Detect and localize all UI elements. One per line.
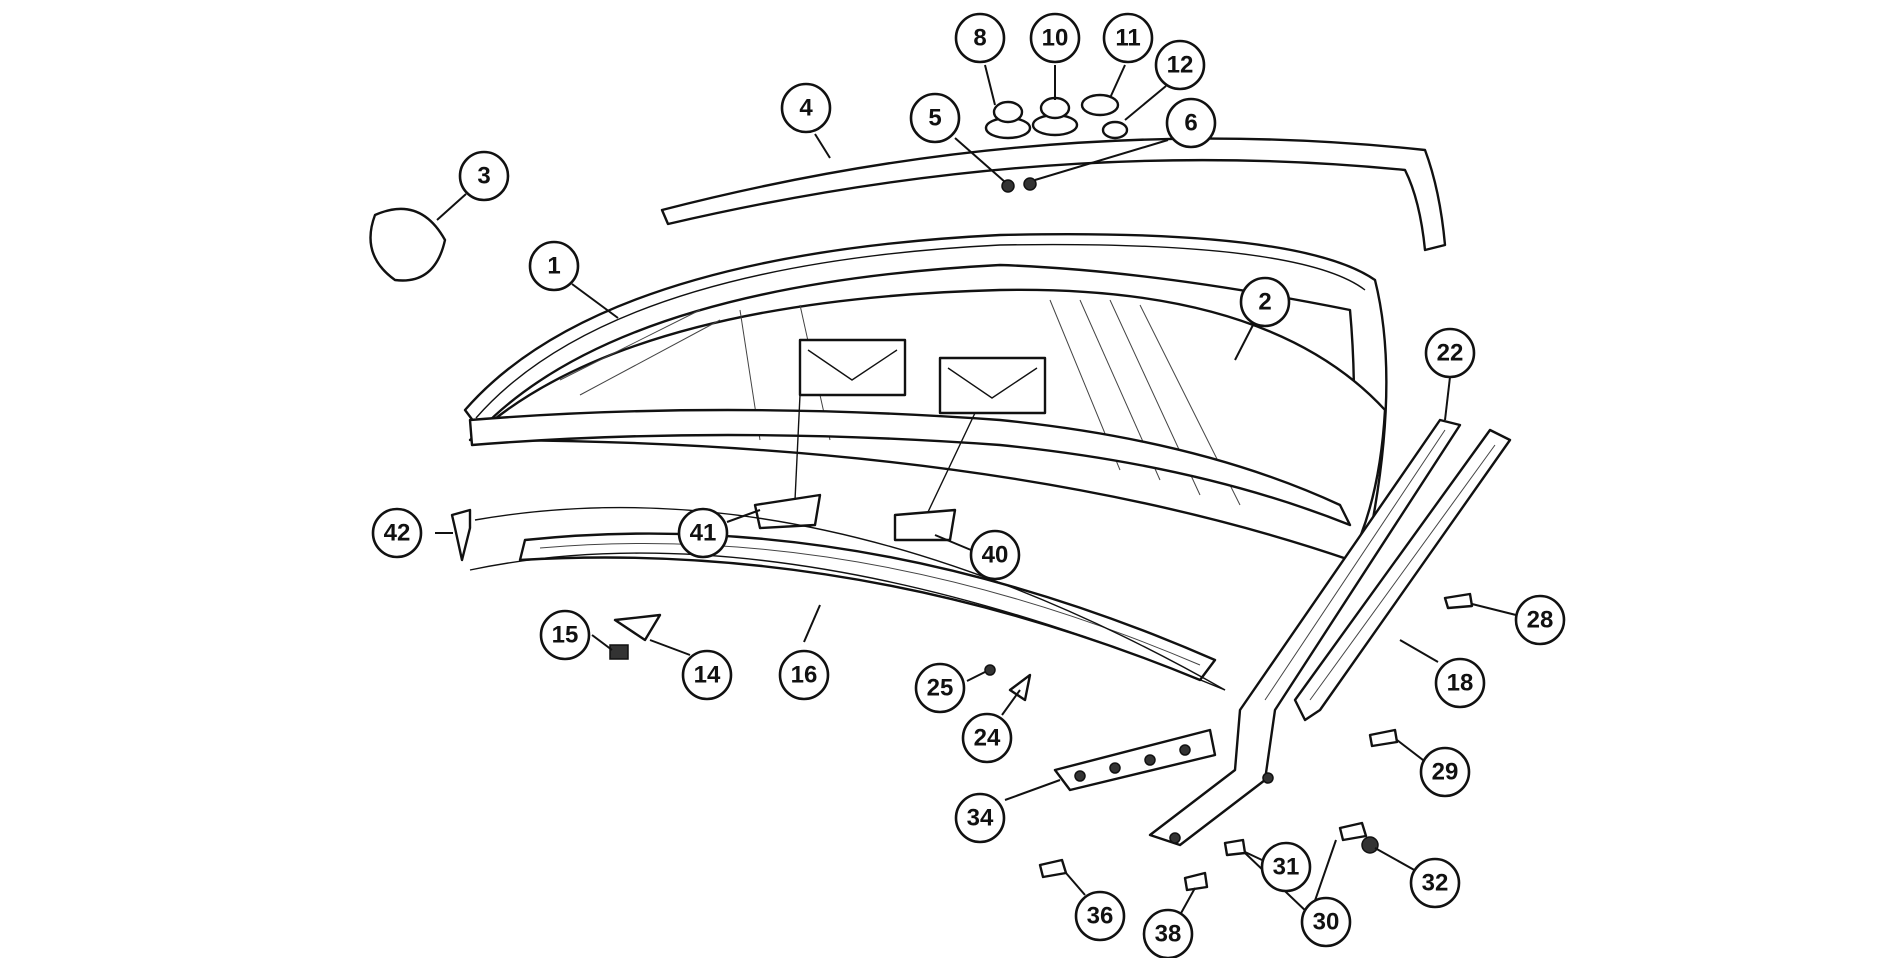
callout-label: 31 bbox=[1273, 854, 1300, 881]
callout-5: 5 bbox=[909, 92, 961, 144]
top-rail-trim bbox=[660, 137, 1447, 252]
windscreen-glass bbox=[468, 288, 1387, 562]
callout-29: 29 bbox=[1419, 746, 1471, 798]
callout-label: 6 bbox=[1184, 110, 1197, 137]
a-pillar-right bbox=[1293, 428, 1512, 722]
callout-label: 28 bbox=[1527, 607, 1554, 634]
callout-label: 30 bbox=[1313, 909, 1340, 936]
mirror-brackets bbox=[753, 394, 976, 542]
grommets bbox=[984, 93, 1129, 140]
callout-18: 18 bbox=[1434, 657, 1486, 709]
callout-label: 42 bbox=[384, 520, 411, 547]
callout-24: 24 bbox=[961, 712, 1013, 764]
callout-label: 4 bbox=[799, 95, 813, 122]
callout-label: 3 bbox=[477, 163, 490, 190]
callout-15: 15 bbox=[539, 609, 591, 661]
callout-2: 2 bbox=[1239, 276, 1291, 328]
callout-14: 14 bbox=[681, 649, 733, 701]
callout-28: 28 bbox=[1514, 594, 1566, 646]
callout-label: 22 bbox=[1437, 340, 1464, 367]
callout-1: 1 bbox=[528, 240, 580, 292]
callout-38: 38 bbox=[1142, 908, 1194, 958]
a-pillar-left bbox=[1148, 418, 1462, 847]
callout-22: 22 bbox=[1424, 327, 1476, 379]
callout-31: 31 bbox=[1260, 841, 1312, 893]
callout-label: 18 bbox=[1447, 670, 1474, 697]
callout-label: 16 bbox=[791, 662, 818, 689]
callout-label: 11 bbox=[1115, 25, 1140, 52]
callout-label: 8 bbox=[973, 25, 986, 52]
callout-label: 34 bbox=[967, 805, 994, 832]
callout-30: 30 bbox=[1300, 896, 1352, 948]
leader-lines bbox=[435, 64, 1517, 916]
small-fittings bbox=[369, 207, 1474, 892]
lower-seal-strip bbox=[469, 506, 1226, 691]
callout-label: 25 bbox=[927, 675, 954, 702]
callout-label: 15 bbox=[552, 622, 579, 649]
callout-16: 16 bbox=[778, 649, 830, 701]
callout-label: 40 bbox=[982, 542, 1009, 569]
callout-4: 4 bbox=[780, 82, 832, 134]
callout-41: 41 bbox=[677, 507, 729, 559]
callout-6: 6 bbox=[1165, 97, 1217, 149]
callout-25: 25 bbox=[914, 662, 966, 714]
callout-label: 10 bbox=[1042, 25, 1069, 52]
callout-label: 38 bbox=[1155, 921, 1182, 948]
callout-label: 2 bbox=[1258, 289, 1271, 316]
callout-42: 42 bbox=[371, 507, 423, 559]
callout-3: 3 bbox=[458, 150, 510, 202]
callout-12: 12 bbox=[1154, 39, 1206, 91]
callout-36: 36 bbox=[1074, 890, 1126, 942]
callout-40: 40 bbox=[969, 529, 1021, 581]
callout-label: 32 bbox=[1422, 870, 1449, 897]
callout-34: 34 bbox=[954, 792, 1006, 844]
callout-label: 12 bbox=[1167, 52, 1194, 79]
callout-label: 1 bbox=[547, 253, 560, 280]
callout-label: 36 bbox=[1087, 903, 1114, 930]
callout-label: 41 bbox=[690, 520, 717, 547]
callout-label: 5 bbox=[928, 105, 941, 132]
callout-10: 10 bbox=[1029, 12, 1081, 64]
callout-32: 32 bbox=[1409, 857, 1461, 909]
callout-label: 14 bbox=[694, 662, 721, 689]
callout-label: 24 bbox=[974, 725, 1001, 752]
callout-label: 29 bbox=[1432, 759, 1459, 786]
hinge-plate bbox=[1053, 728, 1217, 792]
callout-8: 8 bbox=[954, 12, 1006, 64]
callout-11: 11 bbox=[1102, 12, 1154, 64]
